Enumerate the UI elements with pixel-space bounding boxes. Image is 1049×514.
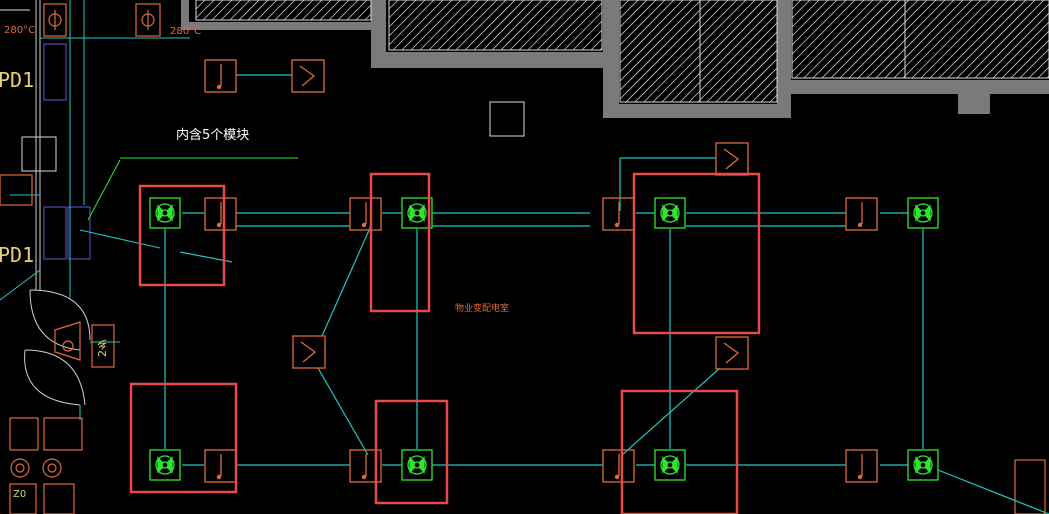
damper-box xyxy=(715,336,749,370)
smoke-detector xyxy=(401,449,433,481)
highlight-box-5[interactable] xyxy=(374,399,449,505)
module-box xyxy=(349,197,382,231)
smoke-detector xyxy=(654,197,686,229)
smoke-detector xyxy=(401,197,433,229)
smoke-detector xyxy=(149,197,181,229)
module-box xyxy=(845,449,878,483)
module-box xyxy=(349,449,382,483)
left-wiring xyxy=(0,0,298,420)
damper-box xyxy=(715,142,749,176)
wall-structure xyxy=(181,0,1049,118)
module-box xyxy=(602,449,635,483)
left-devices xyxy=(0,3,1046,514)
damper-box xyxy=(292,335,326,369)
module-box xyxy=(204,59,237,93)
module-box xyxy=(602,197,635,231)
temp-label-left: 280°C xyxy=(4,25,36,36)
main-wiring xyxy=(164,74,1049,514)
highlight-box-4[interactable] xyxy=(129,382,238,494)
bottom-mark: Z0 xyxy=(13,489,27,500)
damper-devices xyxy=(291,59,749,370)
module-box xyxy=(204,449,237,483)
damper-box xyxy=(291,59,325,93)
left-equipment xyxy=(0,0,91,406)
highlight-boxes[interactable] xyxy=(129,172,761,514)
module-box xyxy=(204,197,237,231)
panel-label-bottom: PD1 xyxy=(0,243,35,267)
highlight-box-1[interactable] xyxy=(138,184,226,287)
room-name-label: 物业变配电室 xyxy=(455,304,510,314)
smoke-detector xyxy=(149,449,181,481)
highlight-box-6[interactable] xyxy=(620,389,739,514)
hatch-lines xyxy=(195,0,1049,103)
highlight-box-3[interactable] xyxy=(632,172,761,335)
module-note: 内含5个模块 xyxy=(176,128,250,143)
temp-label-right: 280°C xyxy=(170,26,202,37)
smoke-detector xyxy=(907,449,939,481)
access-panel xyxy=(489,101,525,137)
panel-label-top: PD1 xyxy=(0,68,35,92)
smoke-detector xyxy=(907,197,939,229)
highlight-box-2[interactable] xyxy=(369,172,431,313)
smoke-detector xyxy=(654,449,686,481)
module-box xyxy=(845,197,878,231)
detector-devices xyxy=(149,197,939,481)
side-mark: 2乡 xyxy=(96,339,109,357)
module-devices xyxy=(204,59,878,483)
